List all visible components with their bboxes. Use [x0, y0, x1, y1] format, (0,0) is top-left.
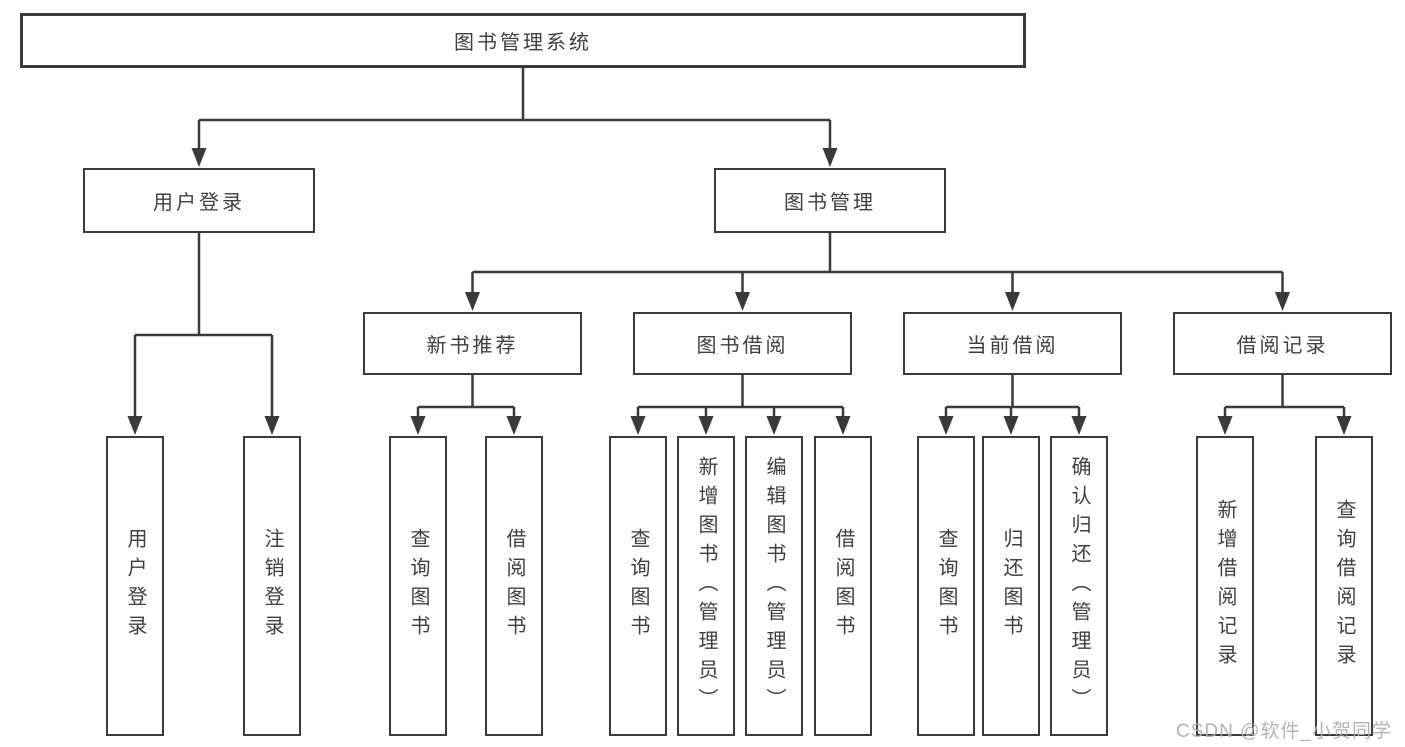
node-leaf-logout: 注销登录 [243, 436, 301, 736]
node-leaf-user-login: 用户登录 [106, 436, 164, 736]
node-leaf-edit-books-admin: 编辑图书（管理员） [745, 436, 803, 736]
node-leaf-borrow-books-borrowing: 借阅图书 [814, 436, 872, 736]
node-borrowing-records: 借阅记录 [1173, 312, 1392, 375]
node-leaf-query-books-borrowing: 查询图书 [609, 436, 667, 736]
node-leaf-add-books-admin: 新增图书（管理员） [677, 436, 735, 736]
node-book-borrowing: 图书借阅 [633, 312, 852, 375]
node-library-management-system: 图书管理系统 [20, 13, 1026, 68]
node-leaf-borrow-books-recommend: 借阅图书 [485, 436, 543, 736]
node-leaf-query-borrow-record: 查询借阅记录 [1315, 436, 1373, 736]
node-book-management-branch: 图书管理 [714, 168, 946, 233]
node-leaf-return-books: 归还图书 [982, 436, 1040, 736]
node-new-book-recommend: 新书推荐 [363, 312, 582, 375]
node-leaf-confirm-return-admin: 确认归还（管理员） [1050, 436, 1108, 736]
node-leaf-query-books-recommend: 查询图书 [389, 436, 447, 736]
node-user-login-branch: 用户登录 [83, 168, 315, 233]
node-current-borrowing: 当前借阅 [903, 312, 1122, 375]
watermark: CSDN @软件_小贺同学 [1176, 721, 1392, 742]
node-leaf-add-borrow-record: 新增借阅记录 [1196, 436, 1254, 736]
node-leaf-query-books-current: 查询图书 [917, 436, 975, 736]
